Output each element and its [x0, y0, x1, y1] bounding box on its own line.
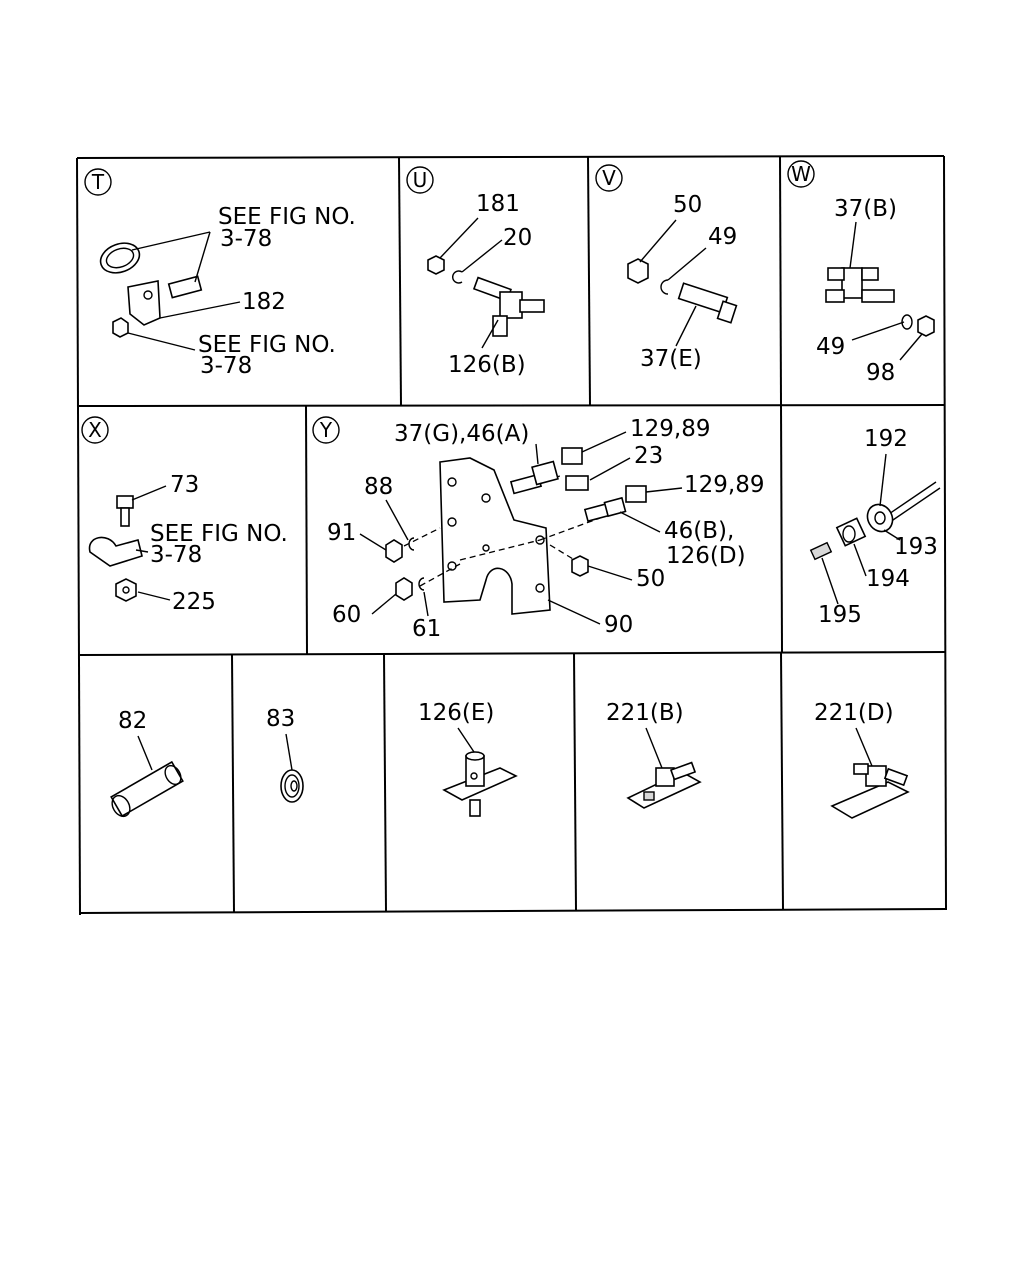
- label-88: 88: [364, 474, 393, 500]
- hose-clamp-drawing: [99, 242, 203, 338]
- label-49-w: 49: [816, 334, 845, 360]
- panel-u: U 181 20 126(B): [406, 166, 545, 378]
- label-98: 98: [866, 360, 895, 386]
- label-195: 195: [818, 602, 862, 628]
- label-37g-46a: 37(G),46(A): [394, 421, 529, 447]
- label-181: 181: [476, 191, 520, 217]
- label-46b: 46(B),: [664, 518, 734, 544]
- panel-x: X 73 SEE FIG NO. 3-78 225: [81, 416, 288, 615]
- panel-letter-circle: [81, 416, 109, 444]
- panel-letter-w: W: [791, 162, 811, 186]
- label-83: 83: [266, 706, 295, 732]
- grommet-drawing: [280, 769, 304, 803]
- see-fig-ref-x: 3-78: [150, 542, 202, 568]
- label-37b: 37(B): [834, 196, 897, 222]
- panel-v: V 50 49 37(E): [595, 164, 738, 372]
- label-221b: 221(B): [606, 700, 684, 726]
- label-194: 194: [866, 566, 910, 592]
- label-129-89-mid: 129,89: [684, 472, 764, 498]
- panel-w: W 37(B) 49 98: [787, 160, 935, 386]
- tee-fitting-drawing: [427, 255, 545, 337]
- label-192: 192: [864, 426, 908, 452]
- cable-end-drawing: [809, 481, 941, 561]
- label-50: 50: [673, 192, 702, 218]
- label-91: 91: [327, 520, 356, 546]
- panel-126e: 126(E): [418, 700, 518, 817]
- label-60: 60: [332, 602, 361, 628]
- label-126d: 126(D): [666, 543, 746, 569]
- panel-letter-y: Y: [319, 418, 333, 442]
- label-126e: 126(E): [418, 700, 494, 726]
- fasteners-drawing: [385, 447, 647, 601]
- valve-plate-drawing: [626, 761, 702, 809]
- see-fig-note-top: SEE FIG NO.: [218, 204, 356, 230]
- panel-letter-circle: [84, 168, 112, 196]
- panel-221d: 221(D): [814, 700, 910, 819]
- label-225: 225: [172, 589, 216, 615]
- connector-drawing: [627, 258, 738, 324]
- clip-drawing: [88, 495, 143, 602]
- label-37e: 37(E): [640, 346, 702, 372]
- label-126b: 126(B): [448, 352, 526, 378]
- panel-letter-u: U: [413, 168, 428, 192]
- panel-letter-circle: [595, 164, 623, 192]
- panel-221b: 221(B): [606, 700, 702, 809]
- cock-plate-drawing: [830, 763, 910, 819]
- label-73: 73: [170, 472, 199, 498]
- bracket-drawing: [403, 457, 601, 615]
- panel-letter-v: V: [602, 166, 616, 190]
- panel-t: T SEE FIG NO. 3-78 182 SEE FIG NO. 3-78: [84, 168, 356, 379]
- label-182: 182: [242, 289, 286, 315]
- label-49: 49: [708, 224, 737, 250]
- plate-fitting-drawing: [442, 751, 518, 817]
- cross-fitting-drawing: [825, 267, 935, 337]
- label-193: 193: [894, 534, 938, 560]
- see-fig-note-x: SEE FIG NO.: [150, 521, 288, 547]
- panel-cable-fitting: 192 193 194 195: [809, 426, 941, 628]
- panel-82: 82: [110, 708, 184, 818]
- label-82: 82: [118, 708, 147, 734]
- label-20: 20: [503, 225, 532, 251]
- label-50-y: 50: [636, 566, 665, 592]
- panel-y: Y 37(G),46(A) 129,89 23 129,89 88 91 46(…: [312, 416, 764, 642]
- see-fig-note-bottom: SEE FIG NO.: [198, 332, 336, 358]
- panel-letter-x: X: [88, 418, 102, 442]
- label-61: 61: [412, 616, 441, 642]
- label-90: 90: [604, 612, 633, 638]
- label-221d: 221(D): [814, 700, 894, 726]
- label-23: 23: [634, 443, 663, 469]
- panel-letter-circle: [312, 416, 340, 444]
- see-fig-ref-bottom: 3-78: [200, 353, 252, 379]
- panel-letter-t: T: [91, 170, 105, 194]
- panel-letter-circle: [406, 166, 434, 194]
- see-fig-ref-top: 3-78: [220, 226, 272, 252]
- panel-83: 83: [266, 706, 304, 803]
- grid-frame: [76, 155, 947, 916]
- panel-letter-circle: [787, 160, 815, 188]
- sleeve-drawing: [110, 760, 184, 818]
- label-129-89-top: 129,89: [630, 416, 710, 442]
